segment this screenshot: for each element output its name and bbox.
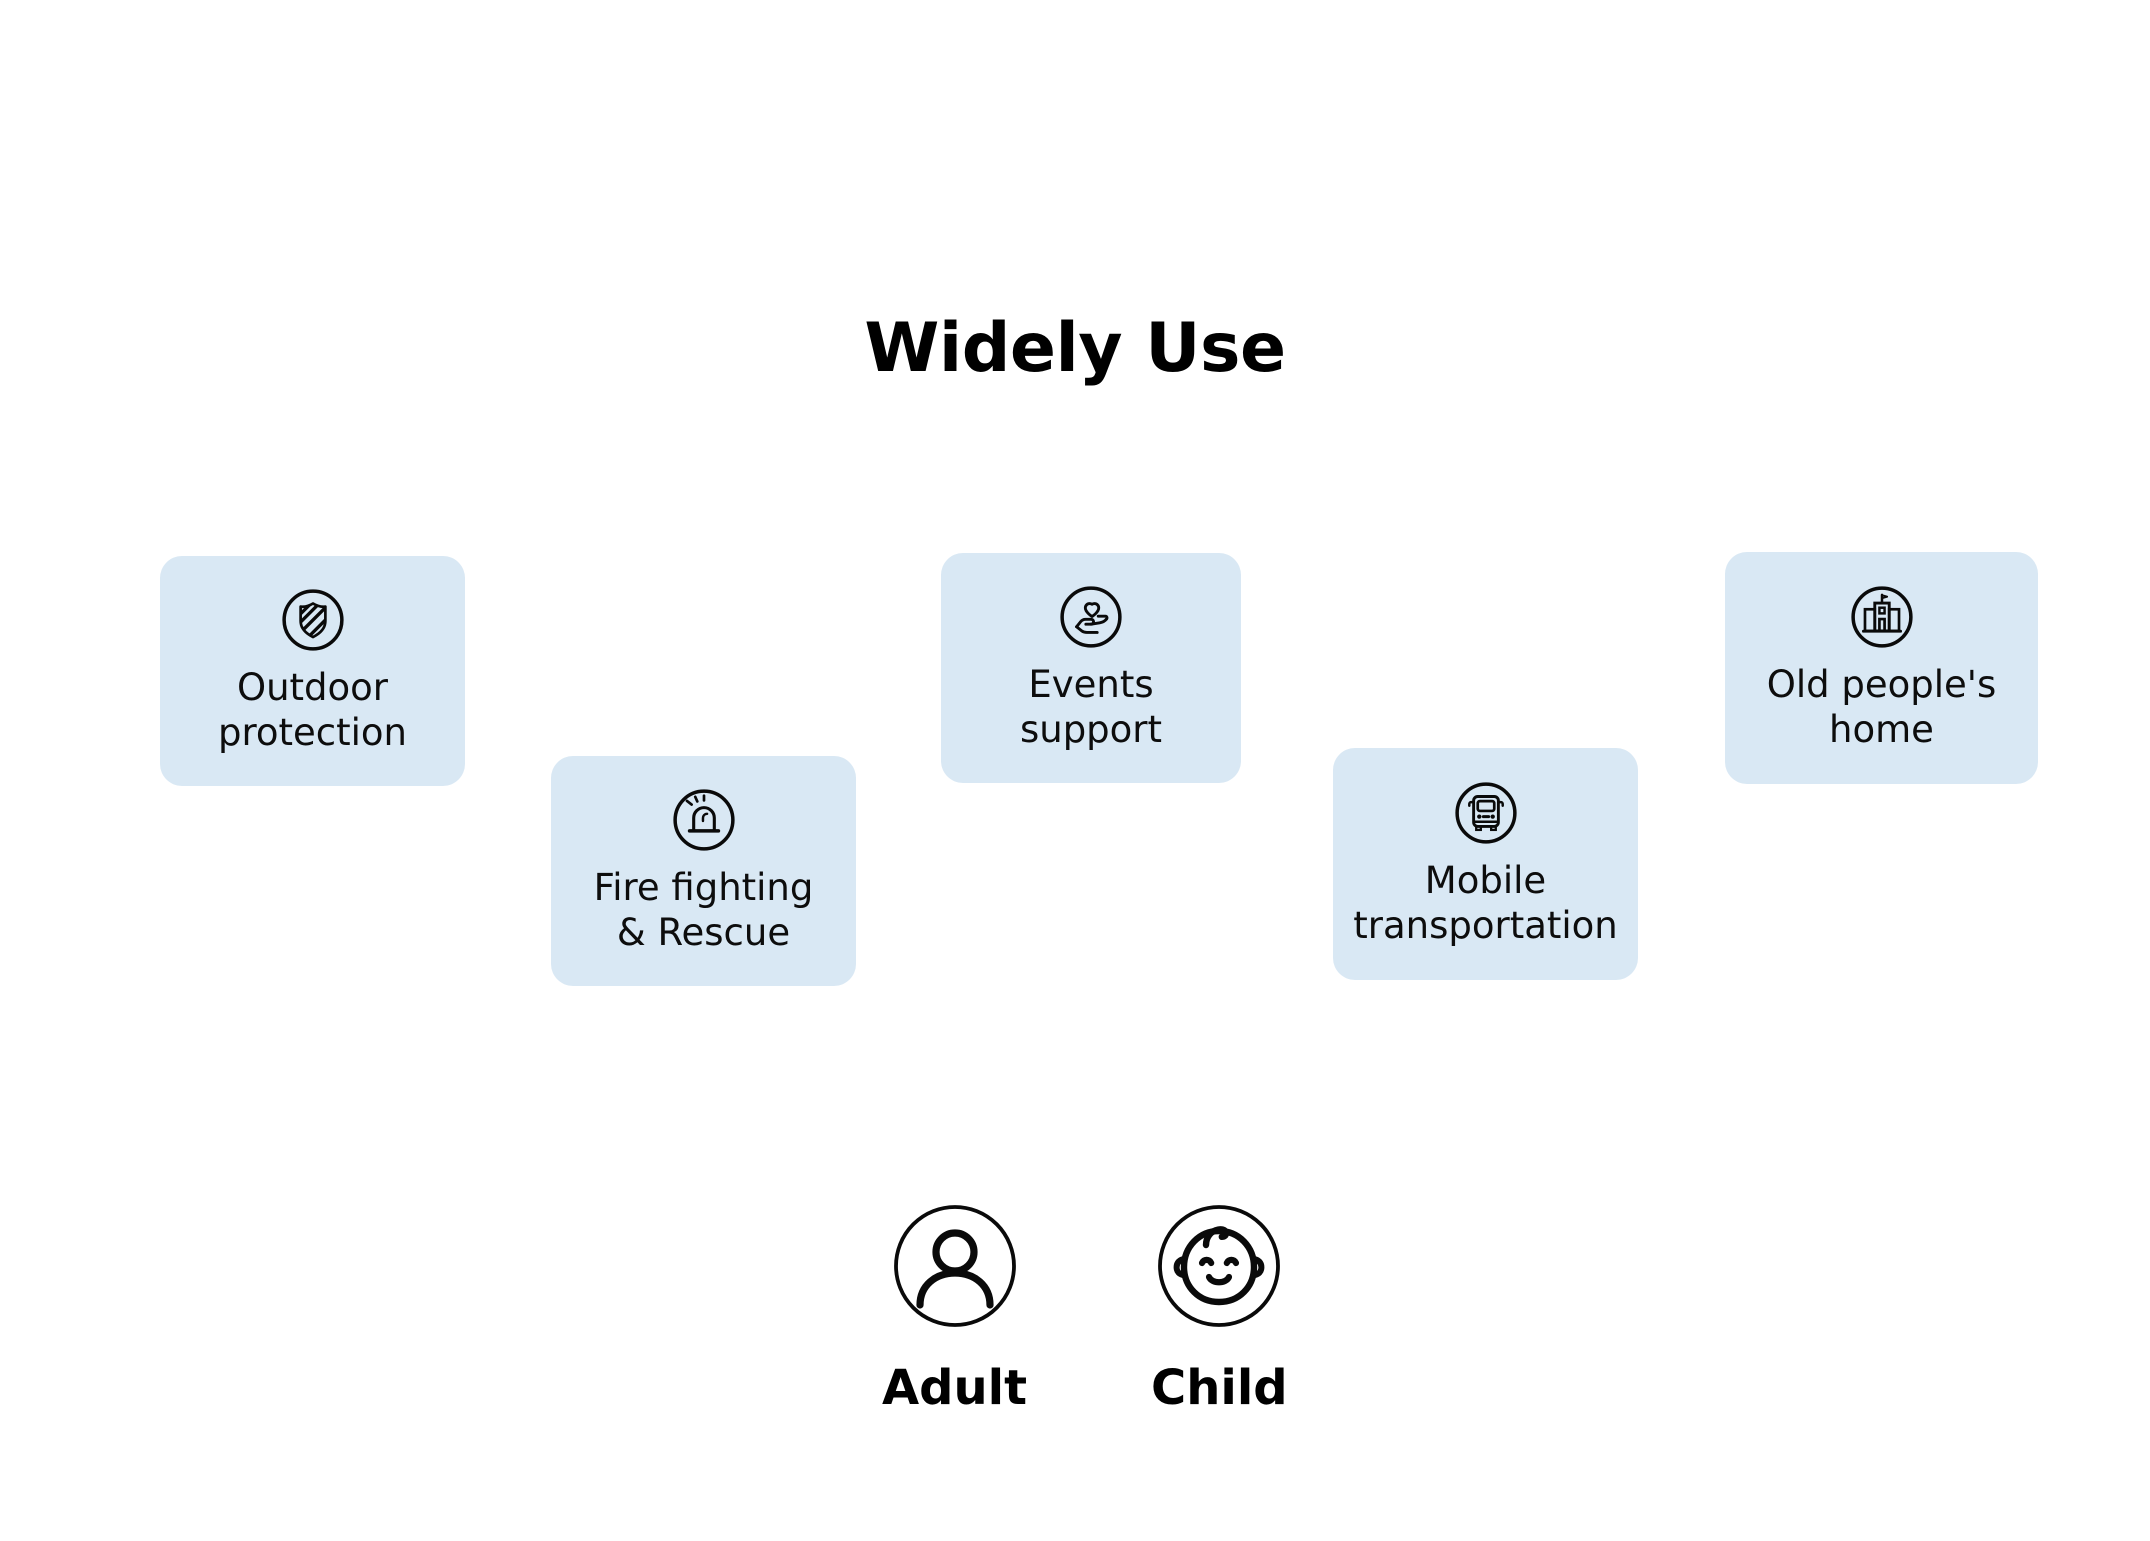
card-label: Outdoor protection — [217, 665, 407, 754]
card-label: Fire fighting & Rescue — [593, 865, 814, 954]
person-adult[interactable]: Adult — [882, 1202, 1027, 1412]
building-flag-icon — [1849, 584, 1915, 650]
card-label: Events support — [1019, 662, 1163, 751]
person-label: Adult — [882, 1360, 1028, 1416]
person-label: Child — [1151, 1360, 1288, 1416]
baby-face-icon — [1155, 1202, 1283, 1330]
card-events-support[interactable]: Events support — [941, 553, 1241, 783]
siren-icon — [671, 787, 737, 853]
shield-striped-icon — [280, 587, 346, 653]
card-label: Mobile transportation — [1353, 858, 1618, 947]
hand-heart-icon — [1058, 584, 1124, 650]
card-outdoor-protection[interactable]: Outdoor protection — [160, 556, 465, 786]
card-label: Old people's home — [1766, 662, 1997, 751]
card-fire-fighting-rescue[interactable]: Fire fighting & Rescue — [551, 756, 856, 986]
person-icon — [891, 1202, 1019, 1330]
bus-icon — [1453, 780, 1519, 846]
person-child[interactable]: Child — [1151, 1202, 1288, 1412]
card-mobile-transportation[interactable]: Mobile transportation — [1333, 748, 1638, 980]
page-title: Widely Use — [864, 309, 1286, 388]
card-old-peoples-home[interactable]: Old people's home — [1725, 552, 2038, 784]
